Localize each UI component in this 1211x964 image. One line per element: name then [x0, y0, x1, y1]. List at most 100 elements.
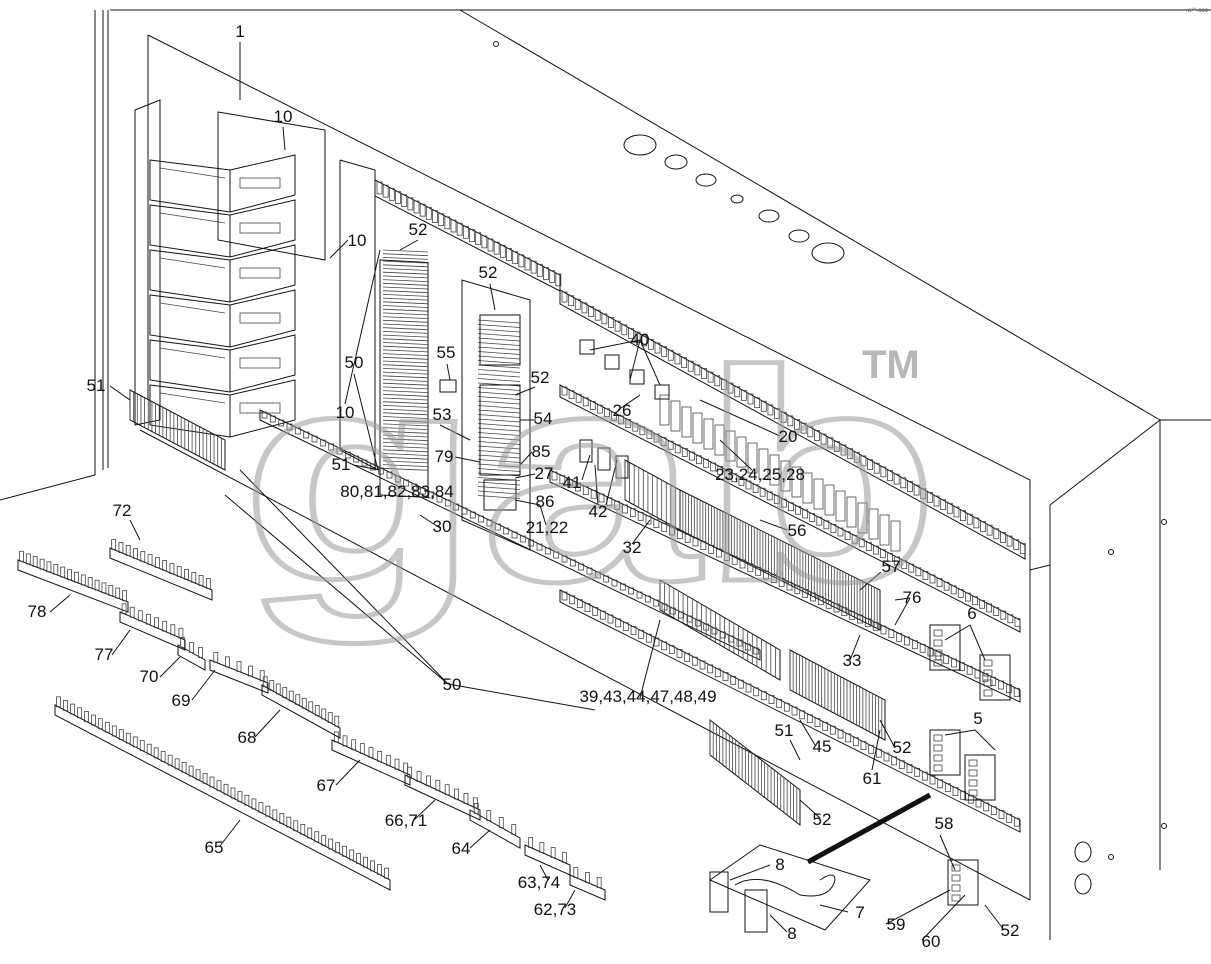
duct-slot — [730, 675, 737, 685]
leader-line — [399, 239, 419, 251]
terminal-block — [382, 364, 429, 368]
callout-label: 63,74 — [518, 873, 561, 892]
duct-slot — [723, 552, 730, 562]
terminal-block — [477, 432, 521, 436]
comb-pin — [473, 803, 479, 814]
leader-line — [789, 739, 801, 761]
terminal-block — [382, 416, 429, 419]
duct-slot — [462, 225, 469, 239]
duct — [559, 289, 1026, 560]
terminal-block — [477, 396, 521, 400]
leader-line — [921, 894, 966, 941]
duct-slot — [401, 194, 408, 208]
duct-slot — [493, 241, 500, 255]
relay — [769, 454, 780, 486]
relay — [736, 436, 747, 468]
duct-slot — [806, 714, 813, 724]
duct-slot — [760, 691, 767, 701]
relay-terminal — [968, 789, 978, 797]
leader-line — [759, 519, 788, 531]
duct-slot — [615, 618, 622, 628]
duct-slot — [586, 567, 593, 575]
comb-pin — [178, 627, 184, 639]
terminal-block — [477, 400, 521, 405]
duct-slot — [766, 491, 773, 501]
terminal-block — [382, 334, 429, 338]
terminal-block — [382, 257, 429, 260]
leader-line — [974, 729, 996, 751]
terminal-block — [382, 445, 429, 449]
duct-slot — [960, 790, 967, 800]
relay — [868, 508, 879, 540]
duct-slot — [388, 187, 395, 201]
comb-pin — [94, 579, 100, 591]
terminal-block — [382, 286, 429, 290]
module-slot — [159, 212, 226, 224]
duct-slot — [753, 687, 760, 697]
terminal-block — [382, 456, 429, 460]
comb-pin — [118, 729, 124, 741]
duct-slot — [487, 238, 494, 252]
duct-slot — [544, 547, 551, 555]
terminal-block — [477, 351, 521, 355]
relay-terminal — [933, 659, 943, 667]
duct-slot — [958, 662, 965, 672]
duct-slot — [714, 668, 721, 678]
comb-pin — [561, 852, 567, 863]
relay-terminal — [968, 759, 978, 767]
duct-slot — [568, 390, 575, 400]
duct-slot — [436, 495, 443, 503]
comb-pin — [129, 606, 135, 618]
callout-label: 5 — [973, 709, 982, 728]
duct-slot — [674, 353, 681, 365]
duct-slot — [983, 802, 990, 812]
duct-slot — [328, 443, 335, 451]
duct-slot — [901, 560, 908, 569]
comb-pin — [167, 754, 173, 766]
comb-pin — [19, 550, 24, 562]
watermark-text: gab — [240, 308, 940, 646]
comb-pin — [111, 539, 117, 550]
duct-slot — [536, 263, 543, 277]
duct-slot — [432, 210, 438, 223]
duct-slot — [1005, 684, 1012, 694]
relay-terminal — [933, 744, 943, 752]
comb-pin — [573, 867, 579, 878]
duct-slot — [887, 552, 893, 562]
comb-pin — [56, 696, 61, 708]
duct-slot — [632, 422, 639, 432]
leader-line — [894, 597, 911, 601]
callout-label: 52 — [1001, 921, 1020, 940]
duct-slot — [827, 437, 834, 449]
duct-slot — [734, 386, 741, 398]
comb-pin — [356, 853, 361, 864]
module-slot — [159, 257, 226, 269]
duct-slot — [998, 810, 1005, 819]
duct-slot — [503, 527, 510, 535]
comb-78 — [17, 559, 129, 613]
leader-line — [984, 904, 1005, 931]
duct-slot — [837, 729, 844, 739]
callout-leader-lines — [49, 42, 1005, 941]
leader-line — [446, 363, 451, 381]
leader-line — [109, 385, 131, 401]
module-connector — [239, 222, 281, 234]
leader-line — [439, 424, 471, 441]
callout-label: 78 — [28, 602, 47, 621]
comb-67 — [331, 739, 411, 786]
duct-slot — [667, 349, 674, 361]
module-connector — [239, 357, 281, 369]
callout-label: 52 — [813, 810, 832, 829]
duct-slot — [926, 491, 933, 503]
terminal-block — [477, 369, 521, 373]
duct-slot — [660, 437, 667, 447]
duct-slot — [641, 335, 648, 347]
duct-slot — [880, 466, 887, 478]
duct-slot — [486, 519, 493, 527]
leader-line — [111, 629, 131, 656]
duct-slot — [755, 566, 762, 576]
duct-slot — [450, 219, 457, 233]
duct-slot — [478, 515, 485, 523]
duct-slot — [907, 481, 913, 492]
